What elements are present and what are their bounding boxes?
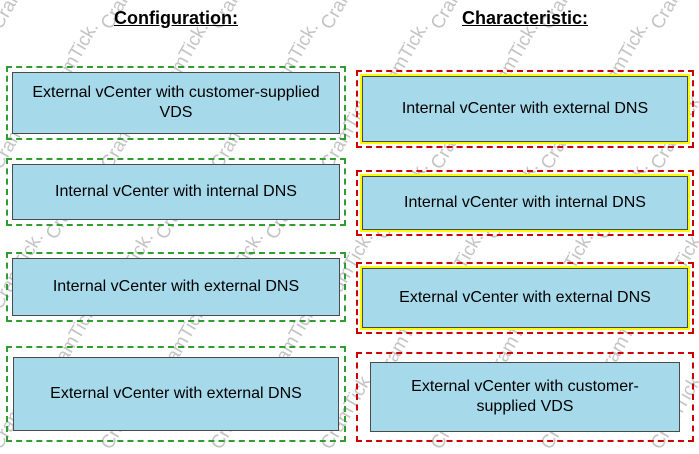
characteristic-slot-1[interactable]: Internal vCenter with external DNS — [356, 70, 694, 148]
characteristic-slot-4[interactable]: External vCenter with customer-supplied … — [356, 352, 694, 442]
config-tile-4[interactable]: External vCenter with external DNS — [13, 357, 339, 431]
config-tile-3[interactable]: Internal vCenter with external DNS — [12, 258, 340, 316]
config-slot-3[interactable]: Internal vCenter with external DNS — [6, 252, 346, 322]
config-tile-1-label: External vCenter with customer-supplied … — [32, 84, 320, 121]
config-tile-2-label: Internal vCenter with internal DNS — [55, 183, 297, 200]
characteristic-tile-4[interactable]: External vCenter with customer-supplied … — [370, 362, 680, 432]
config-slot-4[interactable]: External vCenter with external DNS — [6, 346, 346, 442]
characteristic-tile-1-label: Internal vCenter with external DNS — [401, 100, 649, 117]
config-tile-4-label: External vCenter with external DNS — [50, 385, 302, 402]
characteristic-header-label: Characteristic: — [461, 8, 589, 28]
config-slot-2[interactable]: Internal vCenter with internal DNS — [6, 158, 346, 226]
characteristic-tile-2-label: Internal vCenter with internal DNS — [404, 194, 646, 211]
config-tile-3-label: Internal vCenter with external DNS — [52, 278, 300, 295]
config-slot-1[interactable]: External vCenter with customer-supplied … — [6, 66, 346, 140]
configuration-header: Configuration: — [6, 8, 346, 29]
characteristic-tile-3[interactable]: External vCenter with external DNS — [362, 268, 688, 328]
config-tile-1[interactable]: External vCenter with customer-supplied … — [12, 72, 340, 134]
characteristic-tile-2[interactable]: Internal vCenter with internal DNS — [362, 176, 688, 230]
characteristic-header: Characteristic: — [356, 8, 694, 29]
config-tile-2[interactable]: Internal vCenter with internal DNS — [12, 164, 340, 220]
characteristic-tile-4-label: External vCenter with customer-supplied … — [411, 378, 639, 415]
characteristic-tile-1[interactable]: Internal vCenter with external DNS — [362, 76, 688, 142]
characteristic-slot-2[interactable]: Internal vCenter with internal DNS — [356, 170, 694, 236]
characteristic-tile-3-label: External vCenter with external DNS — [399, 289, 651, 306]
configuration-header-label: Configuration: — [114, 8, 238, 28]
characteristic-slot-3[interactable]: External vCenter with external DNS — [356, 262, 694, 334]
